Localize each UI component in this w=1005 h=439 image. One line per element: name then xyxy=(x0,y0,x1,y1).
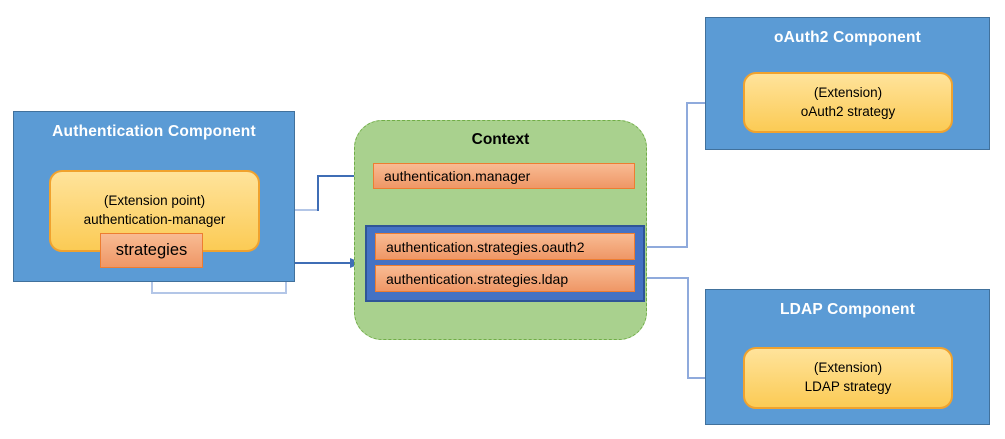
ldap-extension-line2: LDAP strategy xyxy=(804,379,892,394)
strategies-label: strategies xyxy=(115,241,188,259)
strategies-tag: strategies xyxy=(100,233,203,268)
context-entry-manager-label: authentication.manager xyxy=(384,168,531,184)
context-entry-manager: authentication.manager xyxy=(373,163,635,189)
ldap-component-title: LDAP Component xyxy=(779,301,916,318)
oauth2-extension-line2: oAuth2 strategy xyxy=(800,103,896,119)
context-title: Context xyxy=(471,131,530,148)
ldap-extension-box: (Extension) LDAP strategy xyxy=(743,347,953,409)
context-entry-oauth2: authentication.strategies.oauth2 xyxy=(375,233,635,260)
oauth2-extension-box: (Extension) oAuth2 strategy xyxy=(743,72,953,133)
ldap-extension-line1: (Extension) xyxy=(813,360,883,376)
oauth2-extension-line1: (Extension) xyxy=(813,84,883,100)
authentication-component-title: Authentication Component xyxy=(52,123,256,140)
context-entry-ldap-label: authentication.strategies.ldap xyxy=(386,270,569,287)
extension-point-line1: (Extension point) xyxy=(103,193,206,209)
oauth2-component-title: oAuth2 Component xyxy=(774,29,921,46)
context-entry-ldap: authentication.strategies.ldap xyxy=(375,265,635,292)
context-entry-oauth2-label: authentication.strategies.oauth2 xyxy=(386,238,585,255)
extension-point-line2: authentication-manager xyxy=(83,212,226,227)
